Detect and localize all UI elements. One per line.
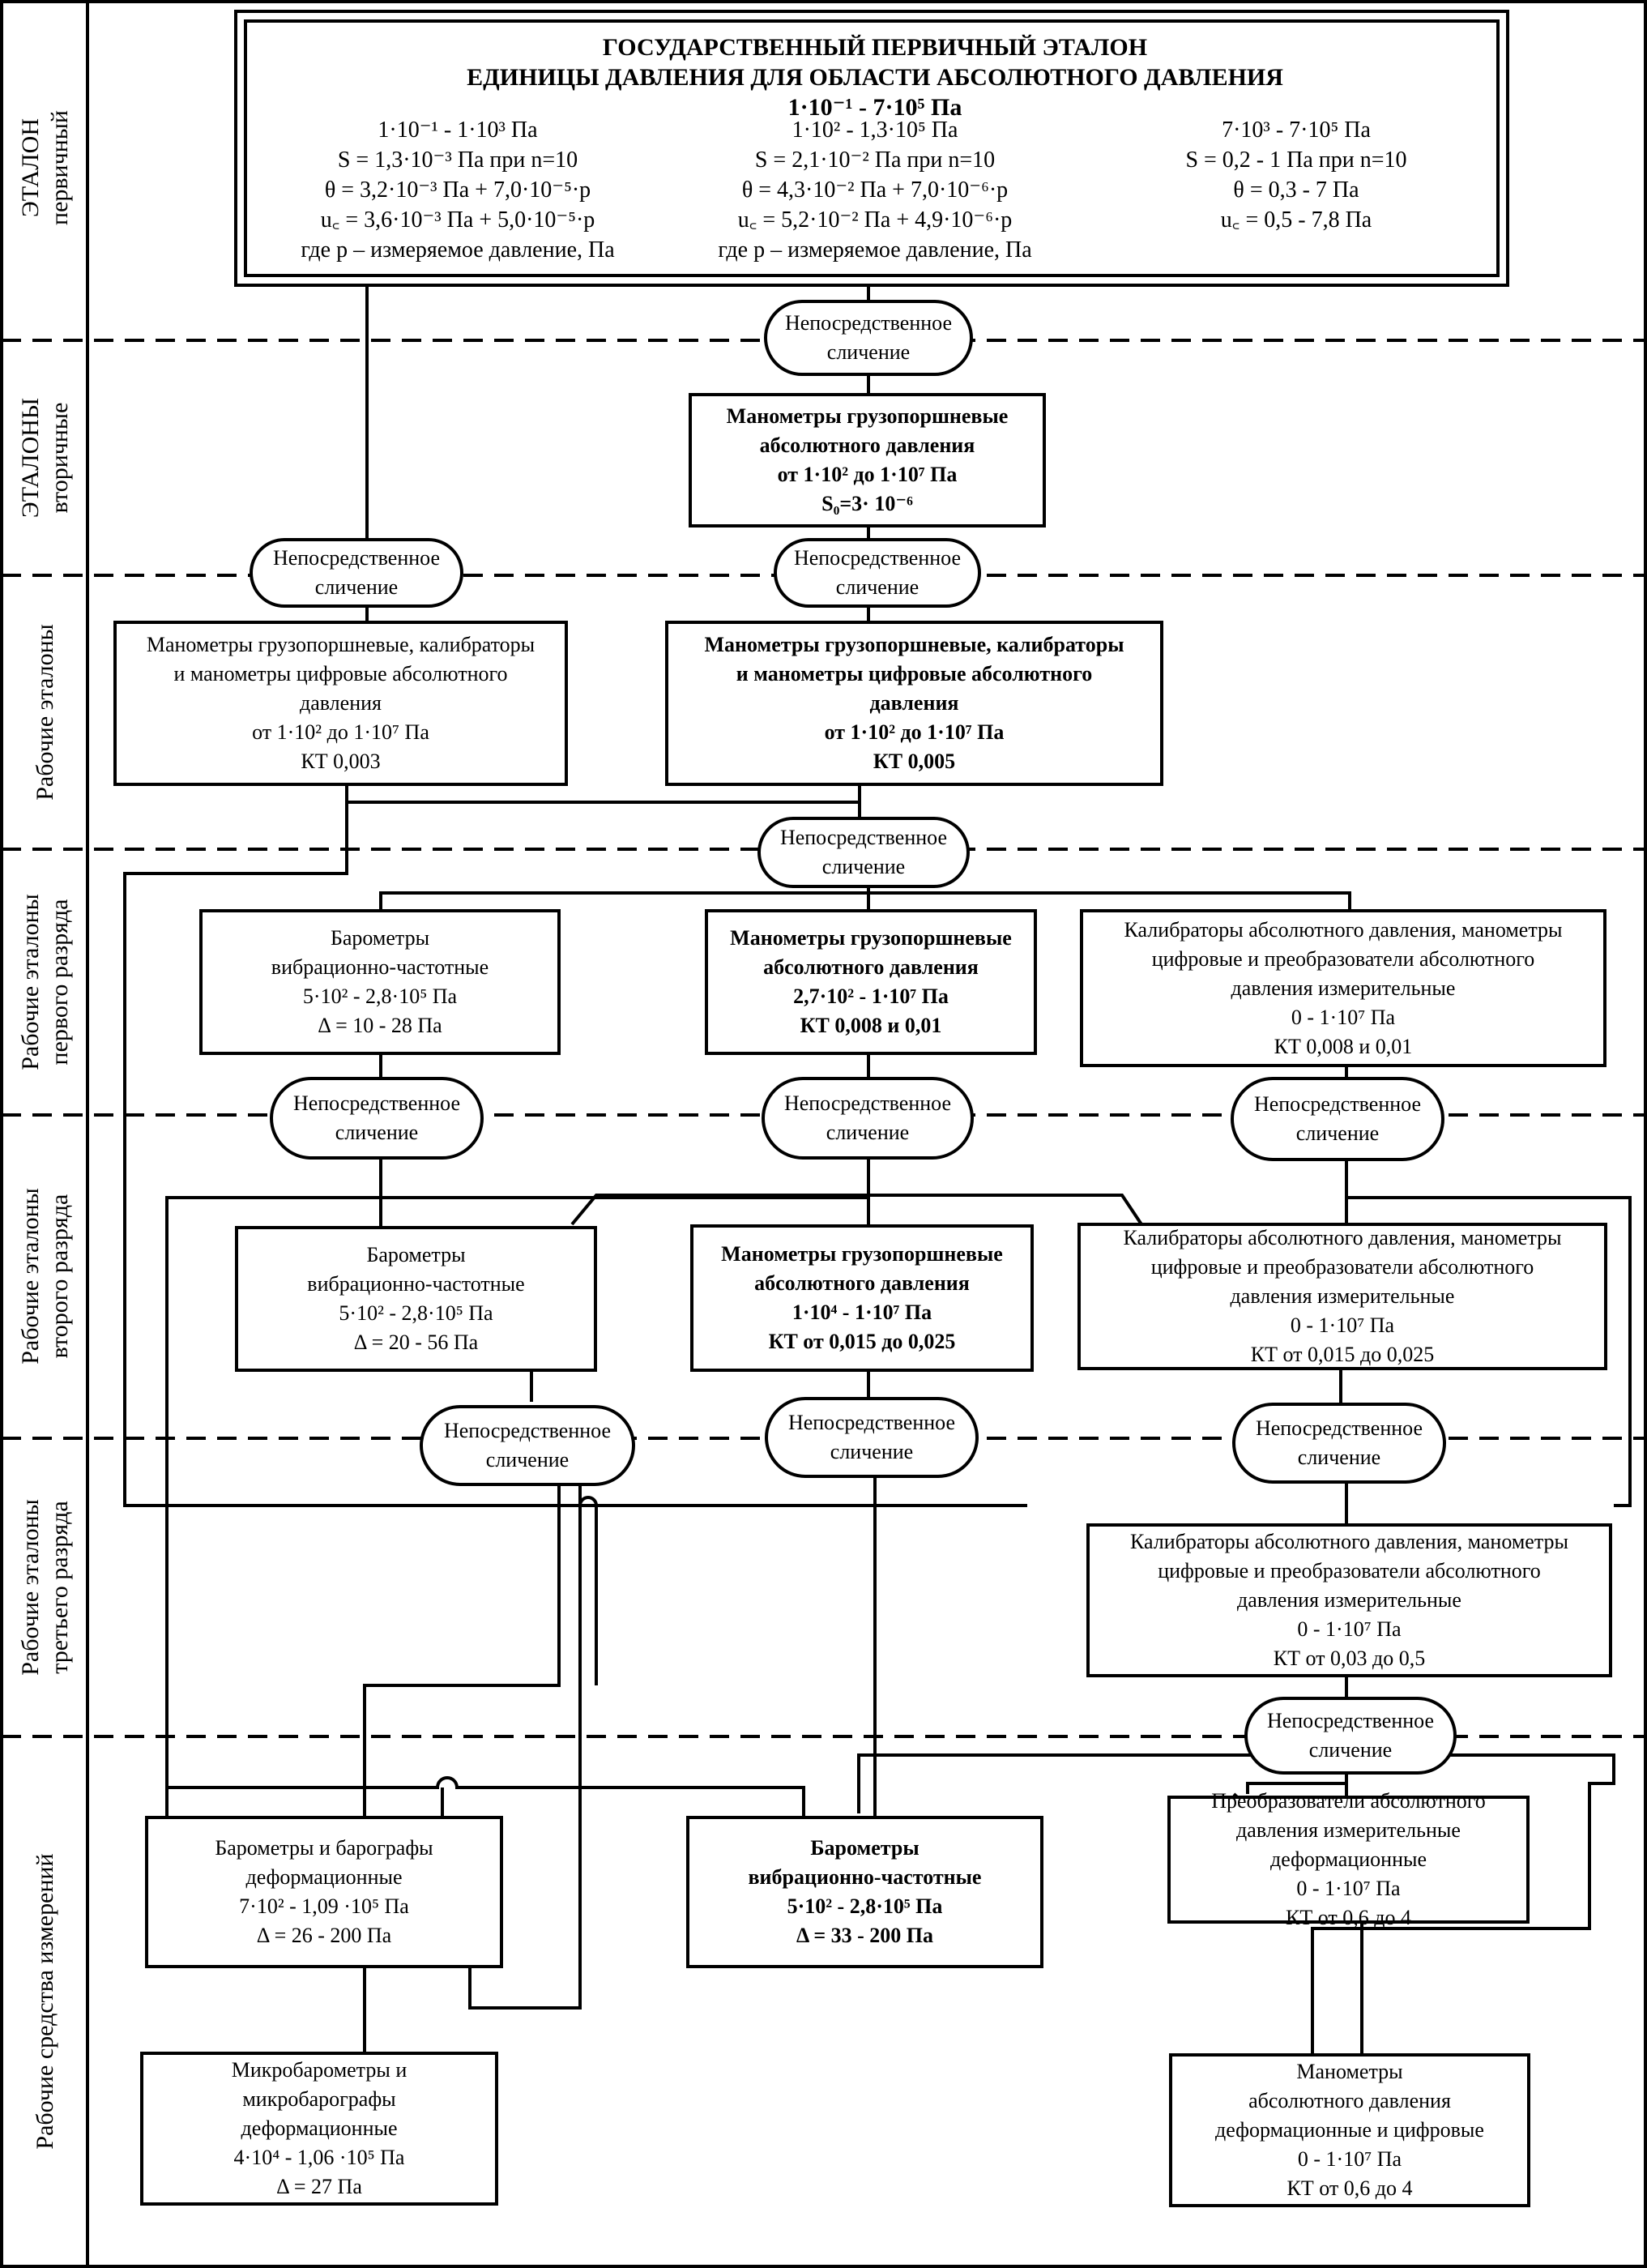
primary-standard-range-mid: 1·10² - 1,3·10⁵ Па S = 2,1·10⁻² Па при n… [718,117,1032,263]
rank1-box-right: Калибраторы абсолютного давления, маноме… [1080,909,1606,1067]
primary-standard-title: ГОСУДАРСТВЕННЫЙ ПЕРВИЧНЫЙ ЭТАЛОН ЕДИНИЦЫ… [467,34,1283,121]
rank2-box-right: Калибраторы абсолютного давления, маноме… [1077,1223,1607,1370]
primary-standard-box [234,10,1509,287]
primary-standard-range-low: 1·10⁻¹ - 1·10³ Па S = 1,3·10⁻³ Па при n=… [301,117,615,263]
primary-standard-range-high: 7·10³ - 7·10⁵ Па S = 0,2 - 1 Па при n=10… [1185,117,1407,233]
rank3-box-right: Калибраторы абсолютного давления, маноме… [1086,1523,1612,1677]
